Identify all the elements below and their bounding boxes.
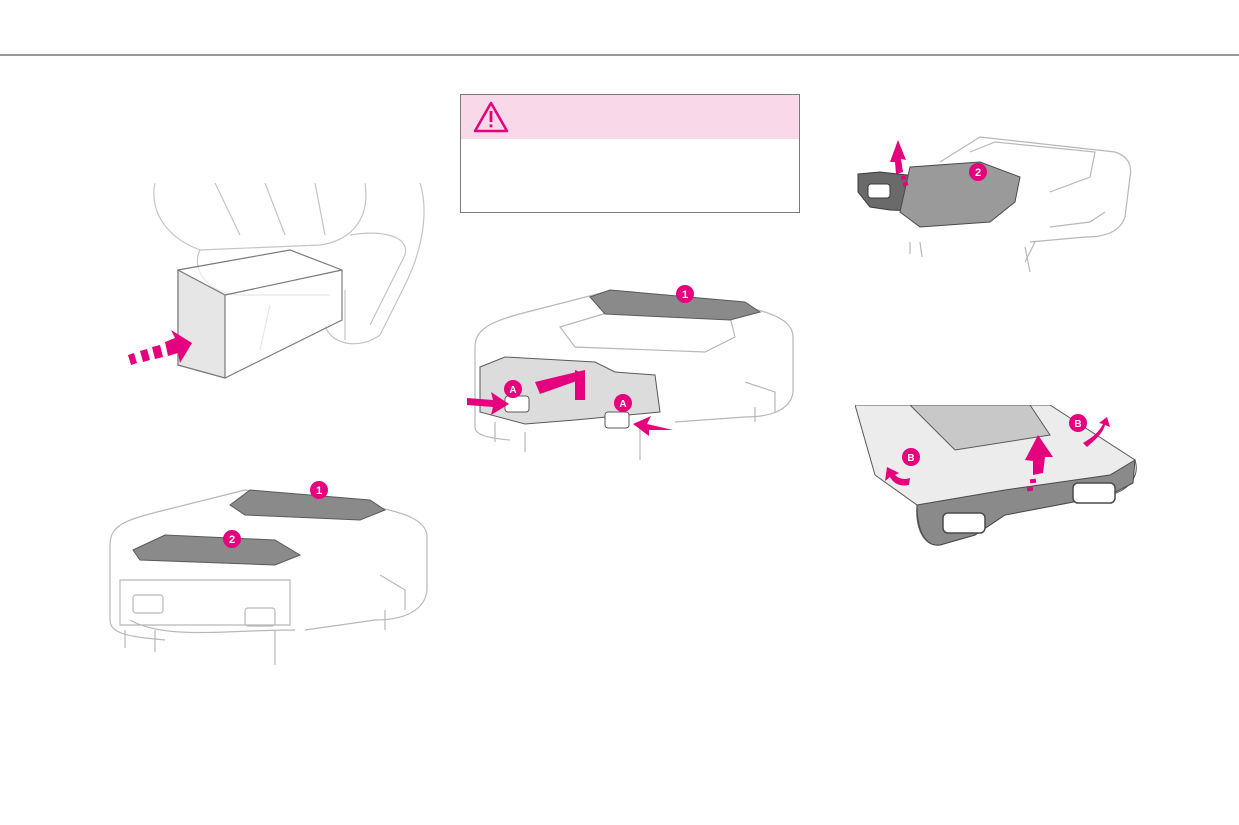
arrow-right-icon bbox=[128, 330, 192, 365]
callout-b: B bbox=[907, 453, 914, 464]
callout-2: 2 bbox=[229, 534, 235, 546]
callout-b: B bbox=[1074, 419, 1081, 430]
top-rule bbox=[0, 54, 1239, 56]
callout-1: 1 bbox=[316, 485, 322, 497]
warning-triangle-icon bbox=[473, 101, 509, 133]
callout-1: 1 bbox=[682, 289, 688, 301]
figure-latches-a: 1 A A bbox=[465, 282, 800, 472]
curved-arrow-icon bbox=[885, 467, 910, 486]
figure-lift-rail: 2 bbox=[850, 132, 1135, 277]
callout-2: 2 bbox=[975, 167, 981, 179]
curved-arrow-icon bbox=[1083, 417, 1110, 447]
figure-booster-base: 1 2 bbox=[105, 480, 435, 670]
warning-box bbox=[460, 94, 800, 213]
arrow-right-icon bbox=[467, 392, 673, 436]
figure-unclip-b: B B bbox=[855, 405, 1140, 550]
curved-arrow-icon bbox=[535, 370, 585, 394]
arrow-up-icon bbox=[1025, 435, 1053, 492]
warning-header bbox=[461, 95, 799, 139]
callout-a: A bbox=[619, 399, 626, 410]
figure-seat-box bbox=[120, 175, 440, 390]
arrow-up-icon bbox=[890, 140, 909, 187]
callout-a: A bbox=[509, 385, 516, 396]
